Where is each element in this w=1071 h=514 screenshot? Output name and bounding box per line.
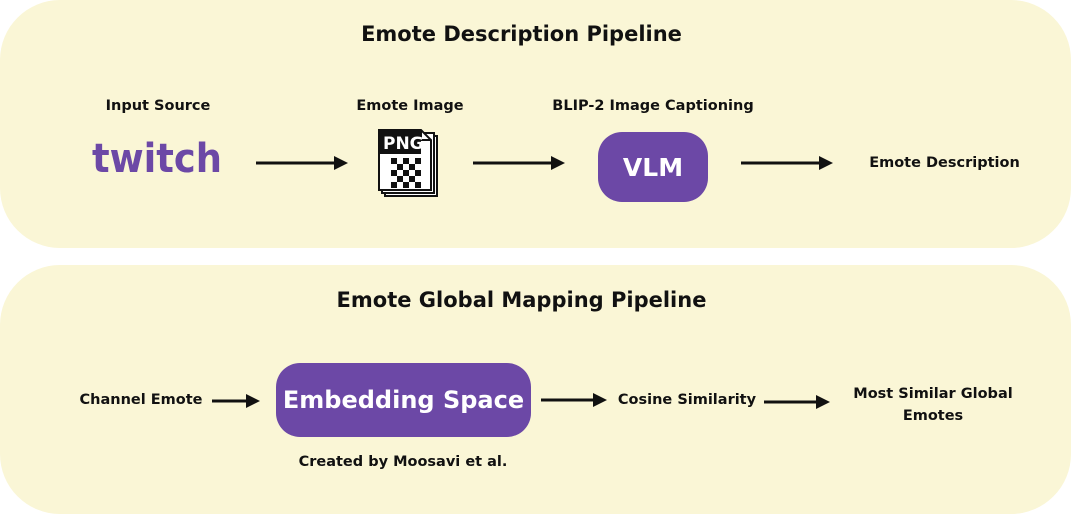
arrow-3 — [741, 156, 833, 170]
twitch-logo-icon: twitch — [92, 140, 222, 178]
emote-description-output: Emote Description — [869, 155, 1020, 171]
arrow-4 — [212, 394, 260, 408]
embedding-space-box: Embedding Space — [276, 363, 531, 437]
vlm-box: VLM — [598, 132, 708, 202]
emote-description-panel — [0, 0, 1071, 248]
emote-image-label: Emote Image — [356, 98, 464, 114]
emote-global-mapping-panel — [0, 265, 1071, 514]
pipeline2-title: Emote Global Mapping Pipeline — [336, 288, 707, 312]
arrow-2 — [473, 156, 565, 170]
credit-label: Created by Moosavi et al. — [298, 454, 508, 470]
twitch-logo-text: twitch — [92, 140, 222, 178]
arrow-1 — [256, 156, 348, 170]
input-source-label: Input Source — [105, 98, 211, 114]
captioning-label: BLIP-2 Image Captioning — [552, 98, 754, 114]
pipeline1-title: Emote Description Pipeline — [361, 22, 682, 46]
cosine-similarity-label: Cosine Similarity — [617, 392, 757, 408]
arrow-6 — [764, 395, 830, 409]
png-text: PNG — [383, 134, 424, 154]
most-similar-output: Most Similar Global Emotes — [853, 386, 1013, 424]
arrow-5 — [541, 393, 607, 407]
png-file-icon: PNG — [378, 129, 438, 197]
channel-emote-label: Channel Emote — [79, 392, 203, 408]
